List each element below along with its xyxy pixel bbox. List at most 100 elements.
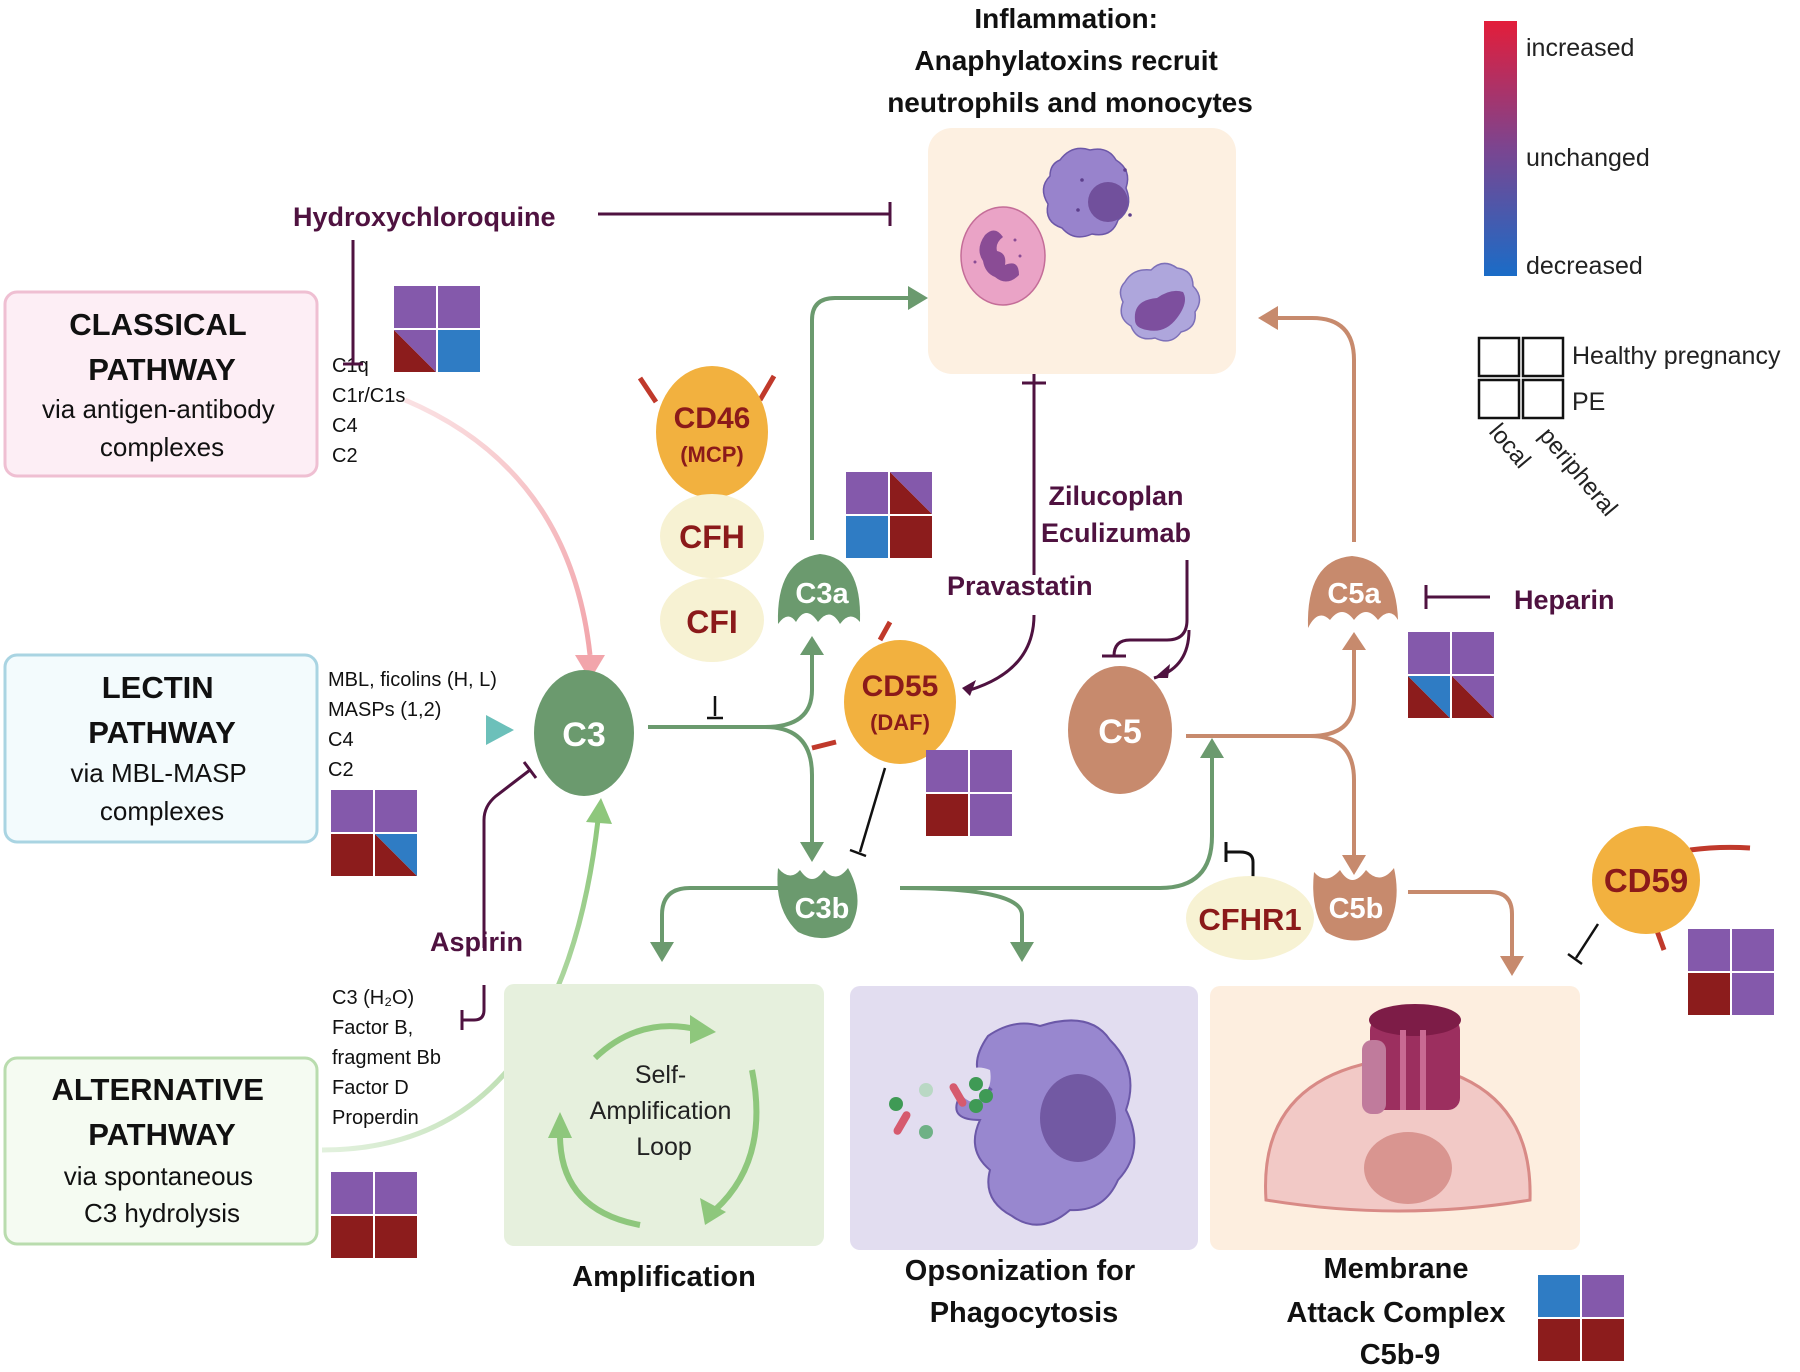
grid-cell <box>1732 929 1774 971</box>
hydroxychloroquine-label: Hydroxychloroquine <box>293 202 556 232</box>
classical-expression-grid <box>394 286 480 372</box>
cd55-expression-grid <box>926 750 1012 836</box>
mac-label: Membrane Attack Complex C5b-9 <box>1286 1253 1513 1371</box>
amplification-panel: Self- Amplification Loop Amplification <box>504 984 824 1293</box>
svg-text:CD59: CD59 <box>1604 862 1688 899</box>
grid-cell <box>890 516 932 558</box>
grid-cell <box>438 330 480 372</box>
svg-text:C3a: C3a <box>795 578 849 610</box>
svg-text:C3: C3 <box>562 716 605 754</box>
alternative-pathway-subtitle: via spontaneous C3 hydrolysis <box>64 1161 261 1228</box>
svg-text:(DAF): (DAF) <box>870 710 930 735</box>
legend-unchanged-label: unchanged <box>1526 144 1650 172</box>
cfi-regulator[interactable]: CFI <box>660 578 764 662</box>
grid-cell <box>1538 1319 1580 1361</box>
c3-node[interactable]: C3 <box>534 670 634 796</box>
inflammation-panel: Inflammation: Anaphylatoxins recruit neu… <box>887 3 1253 374</box>
lectin-arrowhead <box>486 715 514 745</box>
grid-cell-upper <box>375 834 417 876</box>
lectin-expression-grid <box>331 790 417 876</box>
expression-grids <box>331 286 1774 1361</box>
drug-labels: Hydroxychloroquine Aspirin Pravastatin Z… <box>293 202 1615 957</box>
grid-cell <box>1408 632 1450 674</box>
leukocyte-icon <box>1119 262 1201 342</box>
cfhr1-inhibition-line <box>1226 850 1255 892</box>
monocyte-icon <box>1042 147 1132 238</box>
c3a-node[interactable]: C3a <box>777 554 861 624</box>
grid-cell <box>1688 973 1730 1015</box>
legend-peripheral-label: peripheral <box>1533 423 1622 522</box>
macrophage-icon <box>955 1019 1136 1226</box>
cd55-inhibition-line <box>858 767 887 853</box>
lectin-pathway: LECTIN PATHWAY via MBL-MASP complexes MB… <box>3 653 503 844</box>
cd46-regulator[interactable]: CD46 (MCP) <box>637 366 777 498</box>
aspirin-label: Aspirin <box>430 927 523 957</box>
target-cell-icon <box>1264 1058 1532 1213</box>
alternative-components: C3 (H₂O) Factor B, fragment Bb Factor D … <box>332 987 447 1129</box>
grid-cell <box>375 1172 417 1214</box>
opsonization-panel: Opsonization for Phagocytosis <box>850 986 1198 1329</box>
pravastatin-label: Pravastatin <box>947 571 1093 601</box>
lectin-pathway-title: LECTIN PATHWAY <box>88 670 236 750</box>
grid-cell <box>331 834 373 876</box>
grid-cell-upper <box>890 472 932 514</box>
c3b-node[interactable]: C3b <box>777 868 858 939</box>
pravastatin-to-cd55-arrowhead <box>962 680 976 696</box>
svg-text:C5b: C5b <box>1329 893 1384 925</box>
grid-cell <box>1452 632 1494 674</box>
cfh-regulator[interactable]: CFH <box>660 494 764 578</box>
mac-pore-icon <box>1362 1004 1461 1114</box>
legend-gradient-bar <box>1484 21 1517 276</box>
classical-pathway-subtitle: via antigen-antibody complexes <box>42 394 282 462</box>
grid-cell <box>970 794 1012 836</box>
c5-node[interactable]: C5 <box>1068 666 1172 794</box>
grid-cell <box>1538 1275 1580 1317</box>
neutrophil-icon <box>960 206 1046 306</box>
classical-pathway: CLASSICAL PATHWAY via antigen-antibody c… <box>3 290 411 478</box>
cfhr1-regulator[interactable]: CFHR1 <box>1186 876 1314 960</box>
cd55-regulator[interactable]: CD55 (DAF) <box>811 620 956 764</box>
grid-cell <box>331 1216 373 1258</box>
legend-increased-label: increased <box>1526 34 1634 62</box>
lectin-components: MBL, ficolins (H, L) MASPs (1,2) C4 C2 <box>328 669 503 781</box>
cd59-regulator[interactable]: CD59 <box>1592 826 1751 951</box>
grid-cell-upper <box>1452 676 1494 718</box>
grid-cell <box>331 790 373 832</box>
inflammation-title: Inflammation: Anaphylatoxins recruit neu… <box>887 3 1253 118</box>
c5a-node[interactable]: C5a <box>1307 556 1398 628</box>
loop-arrow-top <box>592 1023 701 1061</box>
svg-text:C5: C5 <box>1098 713 1141 751</box>
grid-cell <box>926 750 968 792</box>
legend-grid <box>1477 336 1565 420</box>
opsonization-label: Opsonization for Phagocytosis <box>905 1255 1143 1329</box>
grid-cell <box>1688 929 1730 971</box>
mac-expression-grid <box>1538 1275 1624 1361</box>
pravastatin-arrowhead <box>1154 664 1170 678</box>
classical-components: C1q C1r/C1s C4 C2 <box>332 355 411 467</box>
grid-cell <box>438 286 480 328</box>
classical-to-c3-arrow <box>404 397 593 656</box>
svg-text:CFI: CFI <box>686 604 738 640</box>
bacteria-icon <box>889 1077 993 1139</box>
grid-cell <box>394 286 436 328</box>
grid-cell <box>1582 1319 1624 1361</box>
svg-text:CD46: CD46 <box>674 402 751 435</box>
grid-cell <box>1732 973 1774 1015</box>
brown-arrowheads <box>1258 306 1524 976</box>
svg-text:C3b: C3b <box>795 893 850 925</box>
svg-text:(MCP): (MCP) <box>680 442 744 467</box>
c3-cascade-lines <box>648 296 1214 946</box>
c5-cascade-lines <box>1186 316 1514 958</box>
loop-arrow-right <box>712 1069 760 1213</box>
amplification-label: Amplification <box>572 1261 756 1293</box>
classical-pathway-title: CLASSICAL PATHWAY <box>69 307 254 387</box>
c5b-node[interactable]: C5b <box>1313 868 1397 941</box>
amplification-box <box>504 984 824 1246</box>
legend: increased unchanged decreased Healthy pr… <box>1477 21 1781 522</box>
c5a-expression-grid <box>1408 632 1494 718</box>
green-arrowheads <box>650 286 1224 962</box>
legend-pe-label: PE <box>1572 388 1605 416</box>
svg-text:CD55: CD55 <box>862 670 939 703</box>
c3a-expression-grid <box>846 472 932 558</box>
